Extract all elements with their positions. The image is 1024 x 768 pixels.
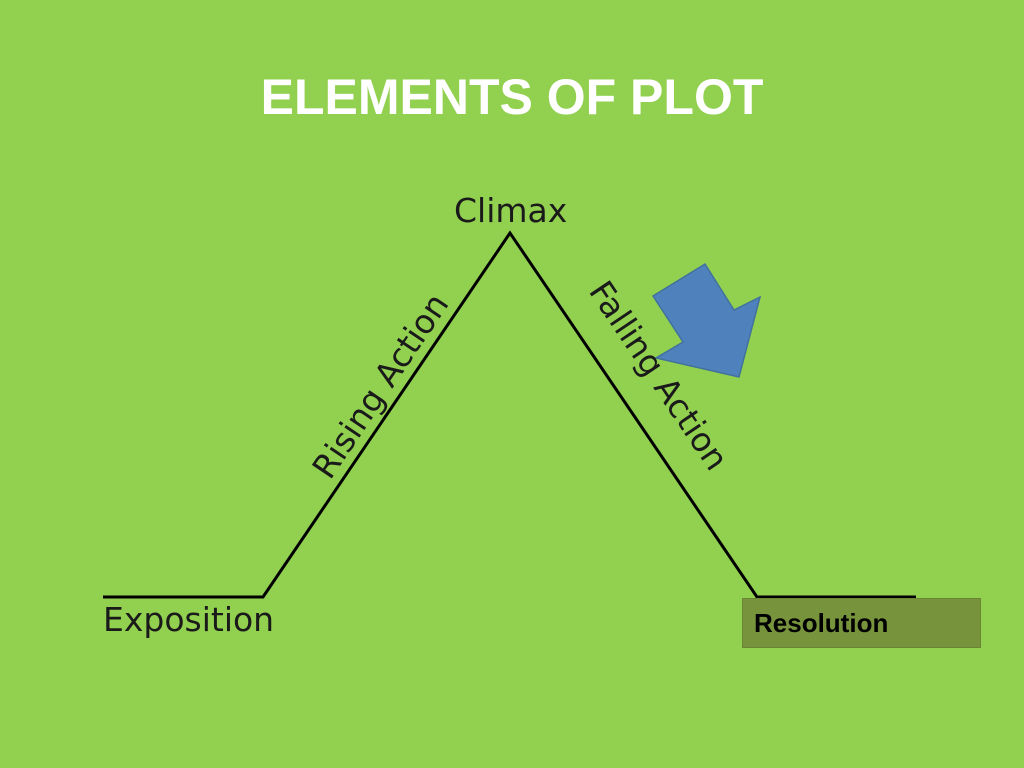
resolution-box: Resolution [742, 598, 981, 648]
resolution-label: Resolution [754, 608, 889, 638]
arrow-down-right-icon [651, 262, 762, 378]
rising-action-label: Rising Action [304, 286, 456, 485]
plot-line [103, 230, 916, 599]
slide-title: ELEMENTS OF PLOT [260, 69, 764, 125]
exposition-label: Exposition [103, 600, 274, 639]
climax-label: Climax [454, 191, 567, 230]
